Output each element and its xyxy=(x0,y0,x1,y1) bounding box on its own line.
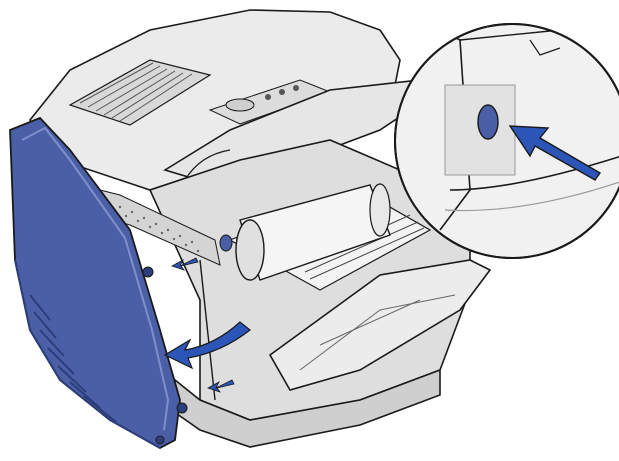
hinge-pin-icon xyxy=(142,266,154,278)
front-tray-open xyxy=(268,259,492,391)
printer-base xyxy=(149,358,441,448)
control-panel xyxy=(208,79,332,125)
latch-button-icon xyxy=(477,104,499,140)
hinge-pin-icon xyxy=(176,402,188,414)
side-door-vents xyxy=(29,294,117,423)
pointer-arrow-icon xyxy=(508,125,602,181)
direction-arrows xyxy=(163,257,251,393)
small-arrow-icon xyxy=(207,379,235,393)
curved-arrow-icon xyxy=(163,321,251,370)
small-arrow-icon xyxy=(171,257,199,271)
printer-body xyxy=(28,9,492,448)
side-door[interactable] xyxy=(9,116,188,450)
detail-callout xyxy=(394,23,619,259)
hinge-pin-icon xyxy=(155,435,165,445)
latch-button-icon[interactable] xyxy=(219,234,233,252)
top-vent-grille xyxy=(68,59,212,126)
toner-cartridge xyxy=(235,183,391,281)
